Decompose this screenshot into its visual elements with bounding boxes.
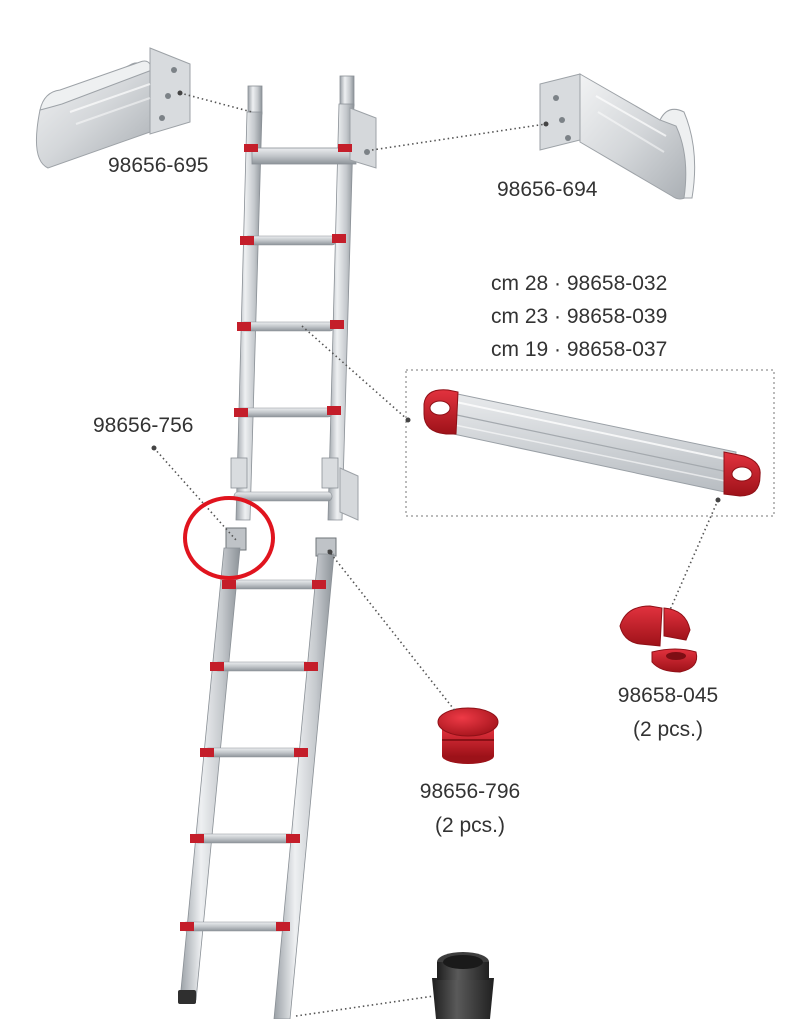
label-step-28: cm 28 · 98658-032 (491, 272, 668, 295)
leader-lines (153, 92, 719, 1017)
label-end-cap: 98658-045 (617, 684, 719, 707)
plug-part (437, 707, 499, 764)
rubber-foot-part (432, 952, 494, 1019)
label-hook-right: 98656-694 (497, 178, 598, 201)
label-hinge: 98656-756 (93, 414, 194, 437)
leader-hook-left (179, 92, 253, 113)
hook-right-part (539, 73, 696, 200)
end-cap-part (619, 605, 698, 673)
label-step-19: cm 19 · 98658-037 (491, 338, 668, 361)
leader-step (301, 325, 409, 421)
leader-end-cap (669, 499, 719, 611)
highlight-circle (183, 496, 275, 580)
hook-left-part (35, 47, 191, 169)
leader-hook-right (371, 123, 547, 151)
step-frame (405, 369, 775, 517)
leader-plug (327, 549, 457, 713)
label-plug: 98656-796 (419, 780, 521, 803)
label-hook-left: 98656-695 (108, 154, 209, 177)
leader-hinge (153, 447, 237, 541)
leader-foot (295, 995, 435, 1017)
ladder (178, 75, 377, 1020)
leader-dots (151, 90, 721, 555)
label-plug-qty: (2 pcs.) (434, 814, 505, 837)
label-step-23: cm 23 · 98658-039 (491, 305, 668, 328)
label-end-cap-qty: (2 pcs.) (632, 718, 703, 741)
step-part (423, 389, 761, 497)
